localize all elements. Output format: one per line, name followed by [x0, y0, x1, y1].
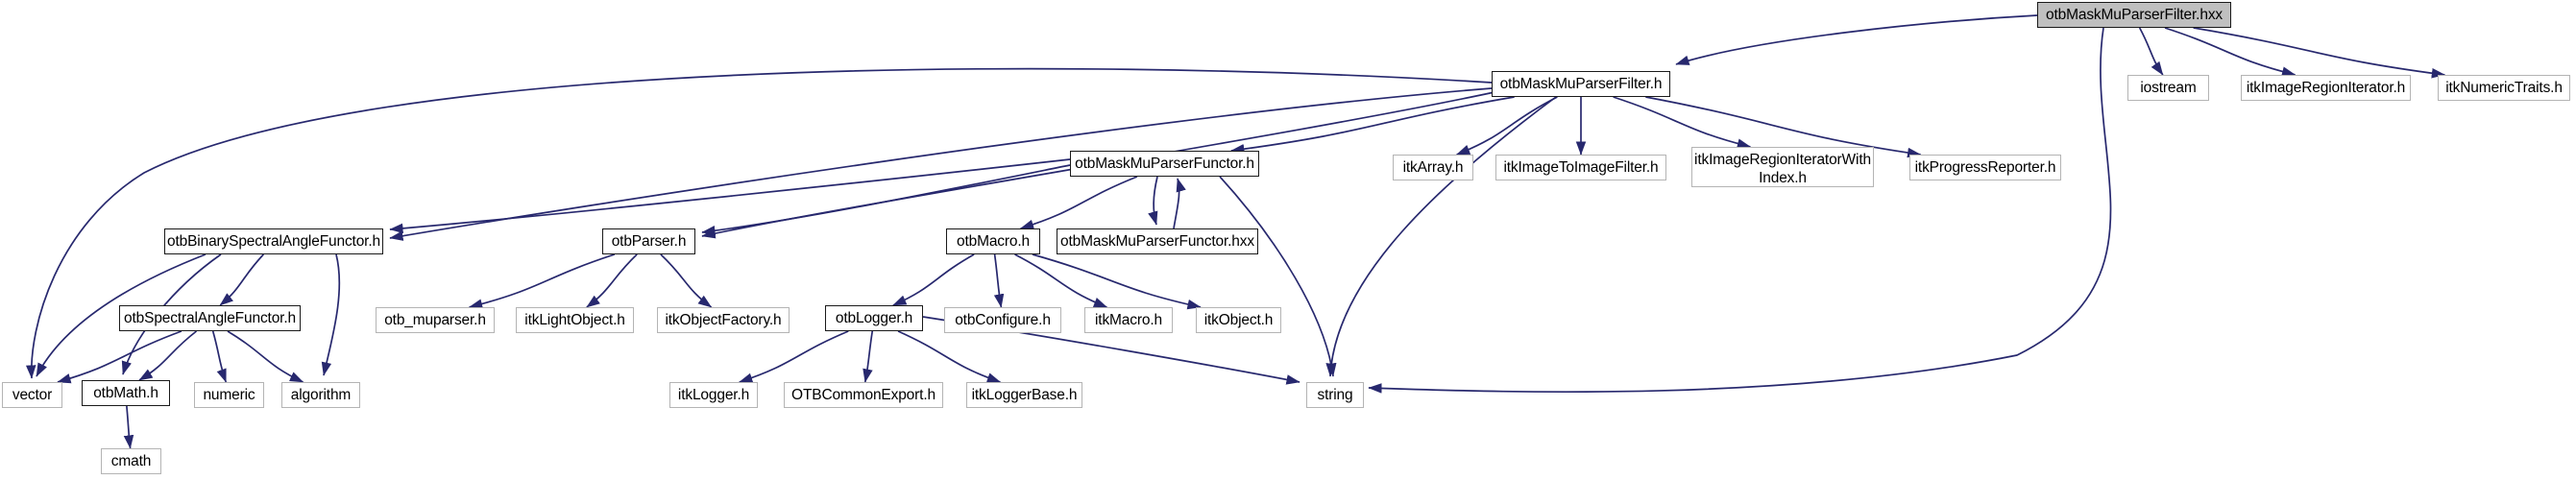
- graph-node-itkmacro-h[interactable]: itkMacro.h: [1084, 307, 1173, 333]
- graph-edge: [227, 330, 304, 383]
- graph-edge: [138, 330, 198, 381]
- graph-node-itkarray-h[interactable]: itkArray.h: [1393, 155, 1473, 180]
- graph-edge: [219, 253, 264, 306]
- node-label-line: otbMaskMuParserFilter.hxx: [2045, 6, 2224, 23]
- graph-edge: [1173, 178, 1186, 229]
- node-label-line: cmath: [110, 452, 152, 469]
- graph-edge: [2193, 27, 2446, 79]
- graph-edge: [2138, 27, 2164, 76]
- node-label-line: itkImageToImageFilter.h: [1503, 158, 1659, 176]
- graph-edge: [123, 405, 134, 449]
- node-label-line: iostream: [2140, 79, 2197, 96]
- graph-node-otbmaskmuparserfunctor-h[interactable]: otbMaskMuParserFunctor.h: [1070, 151, 1259, 177]
- graph-node-cmath[interactable]: cmath: [101, 448, 161, 474]
- graph-node-otbmaskmuparserfilter-h[interactable]: otbMaskMuParserFilter.h: [1492, 71, 1670, 97]
- graph-node-otbmaskmuparserfilter-hxx[interactable]: otbMaskMuParserFilter.hxx: [2037, 2, 2231, 28]
- graph-node-otbconfigure-h[interactable]: otbConfigure.h: [944, 307, 1061, 333]
- graph-node-otb-muparser-h[interactable]: otb_muparser.h: [376, 307, 495, 333]
- node-label-line: itkImageRegionIterator.h: [2246, 79, 2406, 96]
- graph-node-vector[interactable]: vector: [2, 382, 62, 408]
- graph-edge: [586, 253, 638, 308]
- graph-edge: [993, 253, 1005, 308]
- node-label-line: itkArray.h: [1402, 158, 1464, 176]
- graph-node-itkimagetoimagefilter-h[interactable]: itkImageToImageFilter.h: [1495, 155, 1666, 180]
- node-label-line: itkNumericTraits.h: [2445, 79, 2563, 96]
- graph-edge: [321, 253, 341, 376]
- graph-node-itkloggerbase-h[interactable]: itkLoggerBase.h: [966, 382, 1082, 408]
- graph-node-iostream[interactable]: iostream: [2127, 75, 2209, 101]
- graph-edge: [1219, 176, 1337, 377]
- graph-node-otbmath-h[interactable]: otbMath.h: [82, 380, 170, 406]
- graph-edge: [1368, 27, 2112, 394]
- graph-edge: [1014, 253, 1108, 308]
- node-label-line: otbMaskMuParserFunctor.hxx: [1060, 232, 1254, 250]
- node-label-line: itkObjectFactory.h: [665, 311, 782, 328]
- graph-edge: [1675, 14, 2038, 65]
- graph-edge: [57, 330, 182, 384]
- graph-node-itkobject-h[interactable]: itkObject.h: [1196, 307, 1281, 333]
- graph-edge: [1019, 176, 1138, 229]
- graph-edge: [2164, 27, 2297, 77]
- graph-edge: [1148, 176, 1158, 226]
- node-label-line: numeric: [203, 386, 255, 403]
- graph-node-itkprogressreporter-h[interactable]: itkProgressReporter.h: [1909, 155, 2061, 180]
- graph-edge: [897, 330, 1002, 383]
- graph-edge: [211, 330, 228, 383]
- node-label-line: itkObject.h: [1203, 311, 1274, 328]
- graph-edge: [892, 253, 975, 306]
- node-label-line: otbMacro.h: [956, 232, 1031, 250]
- graph-node-otbbinaryspectralanglefunctor-h[interactable]: otbBinarySpectralAngleFunctor.h: [164, 228, 383, 254]
- graph-node-otbmacro-h[interactable]: otbMacro.h: [946, 228, 1040, 254]
- node-label-line: otbBinarySpectralAngleFunctor.h: [167, 232, 380, 250]
- graph-node-otbmaskmuparserfunctor-hxx[interactable]: otbMaskMuParserFunctor.hxx: [1057, 228, 1258, 254]
- graph-node-otbspectralanglefunctor-h[interactable]: otbSpectralAngleFunctor.h: [119, 305, 301, 331]
- graph-node-itklogger-h[interactable]: itkLogger.h: [669, 382, 758, 408]
- graph-edge: [36, 253, 207, 377]
- graph-node-otbcommonexport-h[interactable]: OTBCommonExport.h: [784, 382, 943, 408]
- graph-edge: [863, 330, 874, 383]
- graph-edge: [1032, 253, 1202, 310]
- graph-edge: [1613, 96, 1752, 149]
- graph-edge: [1230, 96, 1515, 155]
- node-label-line: string: [1317, 386, 1353, 403]
- node-label-line: algorithm: [290, 386, 352, 403]
- graph-edge: [1456, 96, 1558, 156]
- node-label-line: otb_muparser.h: [384, 311, 486, 328]
- node-label-line: itkImageRegionIteratorWith: [1694, 152, 1871, 168]
- graph-node-otbparser-h[interactable]: otbParser.h: [602, 228, 695, 254]
- node-label-line: itkLightObject.h: [524, 311, 625, 328]
- graph-node-itkobjectfactory-h[interactable]: itkObjectFactory.h: [657, 307, 790, 333]
- graph-edge: [660, 253, 713, 308]
- graph-edge: [389, 87, 1493, 241]
- graph-node-itkimageregioniterator-h[interactable]: itkImageRegionIterator.h: [2241, 75, 2411, 101]
- node-label-line: Index.h: [1759, 170, 1807, 187]
- graph-node-string[interactable]: string: [1306, 382, 1364, 408]
- node-label-line: otbParser.h: [611, 232, 687, 250]
- node-label-line: otbMath.h: [93, 384, 158, 401]
- node-label-line: vector: [12, 386, 53, 403]
- node-label-line: itkLogger.h: [677, 386, 750, 403]
- graph-edge: [1325, 96, 1557, 377]
- node-label-line: itkProgressReporter.h: [1914, 158, 2056, 176]
- graph-node-numeric[interactable]: numeric: [194, 382, 264, 408]
- node-label-line: otbMaskMuParserFunctor.h: [1075, 155, 1254, 172]
- graph-node-algorithm[interactable]: algorithm: [281, 382, 360, 408]
- node-label-line: otbConfigure.h: [955, 311, 1051, 328]
- graph-edge: [389, 158, 1071, 234]
- node-label-line: itkMacro.h: [1095, 311, 1162, 328]
- graph-edge: [25, 67, 1493, 379]
- graph-edge: [701, 164, 1071, 236]
- graph-node-otblogger-h[interactable]: otbLogger.h: [825, 305, 923, 331]
- node-label-line: otbLogger.h: [835, 309, 913, 326]
- graph-edge: [739, 330, 849, 383]
- node-label-line: OTBCommonExport.h: [791, 386, 936, 403]
- graph-edge: [468, 253, 616, 309]
- graph-node-itknumerictraits-h[interactable]: itkNumericTraits.h: [2438, 75, 2570, 101]
- node-label-line: otbMaskMuParserFilter.h: [1499, 75, 1663, 92]
- graph-node-itklightobject-h[interactable]: itkLightObject.h: [516, 307, 634, 333]
- node-label-line: itkLoggerBase.h: [971, 386, 1078, 403]
- node-label-line: otbSpectralAngleFunctor.h: [124, 309, 296, 326]
